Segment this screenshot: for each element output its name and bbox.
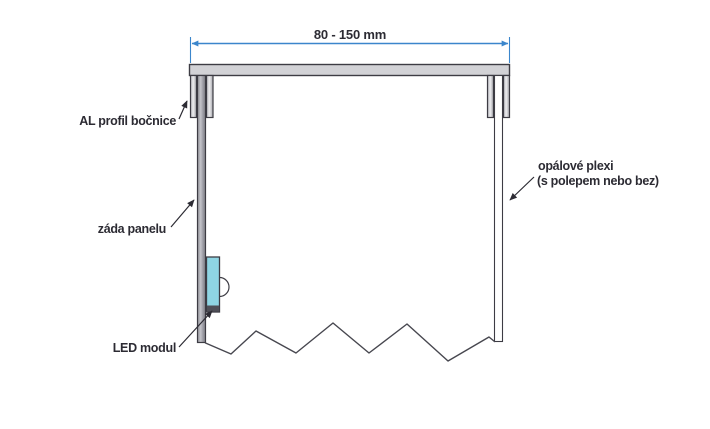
led-module [205, 256, 221, 313]
led-cable-loop [219, 276, 230, 298]
top-profile-bar [188, 63, 511, 77]
label-led-modul: LED modul [113, 341, 176, 355]
label-opalove-plexi-line2: (s polepem nebo bez) [537, 174, 659, 188]
break-line [204, 322, 496, 362]
label-opalove-plexi-line1: opálové plexi [538, 159, 613, 173]
leader-opalove-plexi [509, 176, 535, 201]
led-module-end-cap [207, 305, 219, 312]
plexi-panel [493, 74, 504, 343]
right-flange-inner [502, 74, 511, 119]
right-flange-outer [486, 74, 495, 119]
dimension-label: 80 - 150 mm [314, 27, 386, 42]
label-al-profil-bocnice: AL profil bočnice [79, 114, 176, 128]
leader-al-profil [178, 100, 188, 120]
left-flange-outer [189, 74, 198, 119]
leader-zada-panelu [170, 199, 195, 228]
label-zada-panelu: záda panelu [98, 222, 166, 236]
back-panel [196, 74, 207, 344]
left-flange-inner [205, 74, 214, 119]
leader-led-modul [178, 310, 213, 348]
